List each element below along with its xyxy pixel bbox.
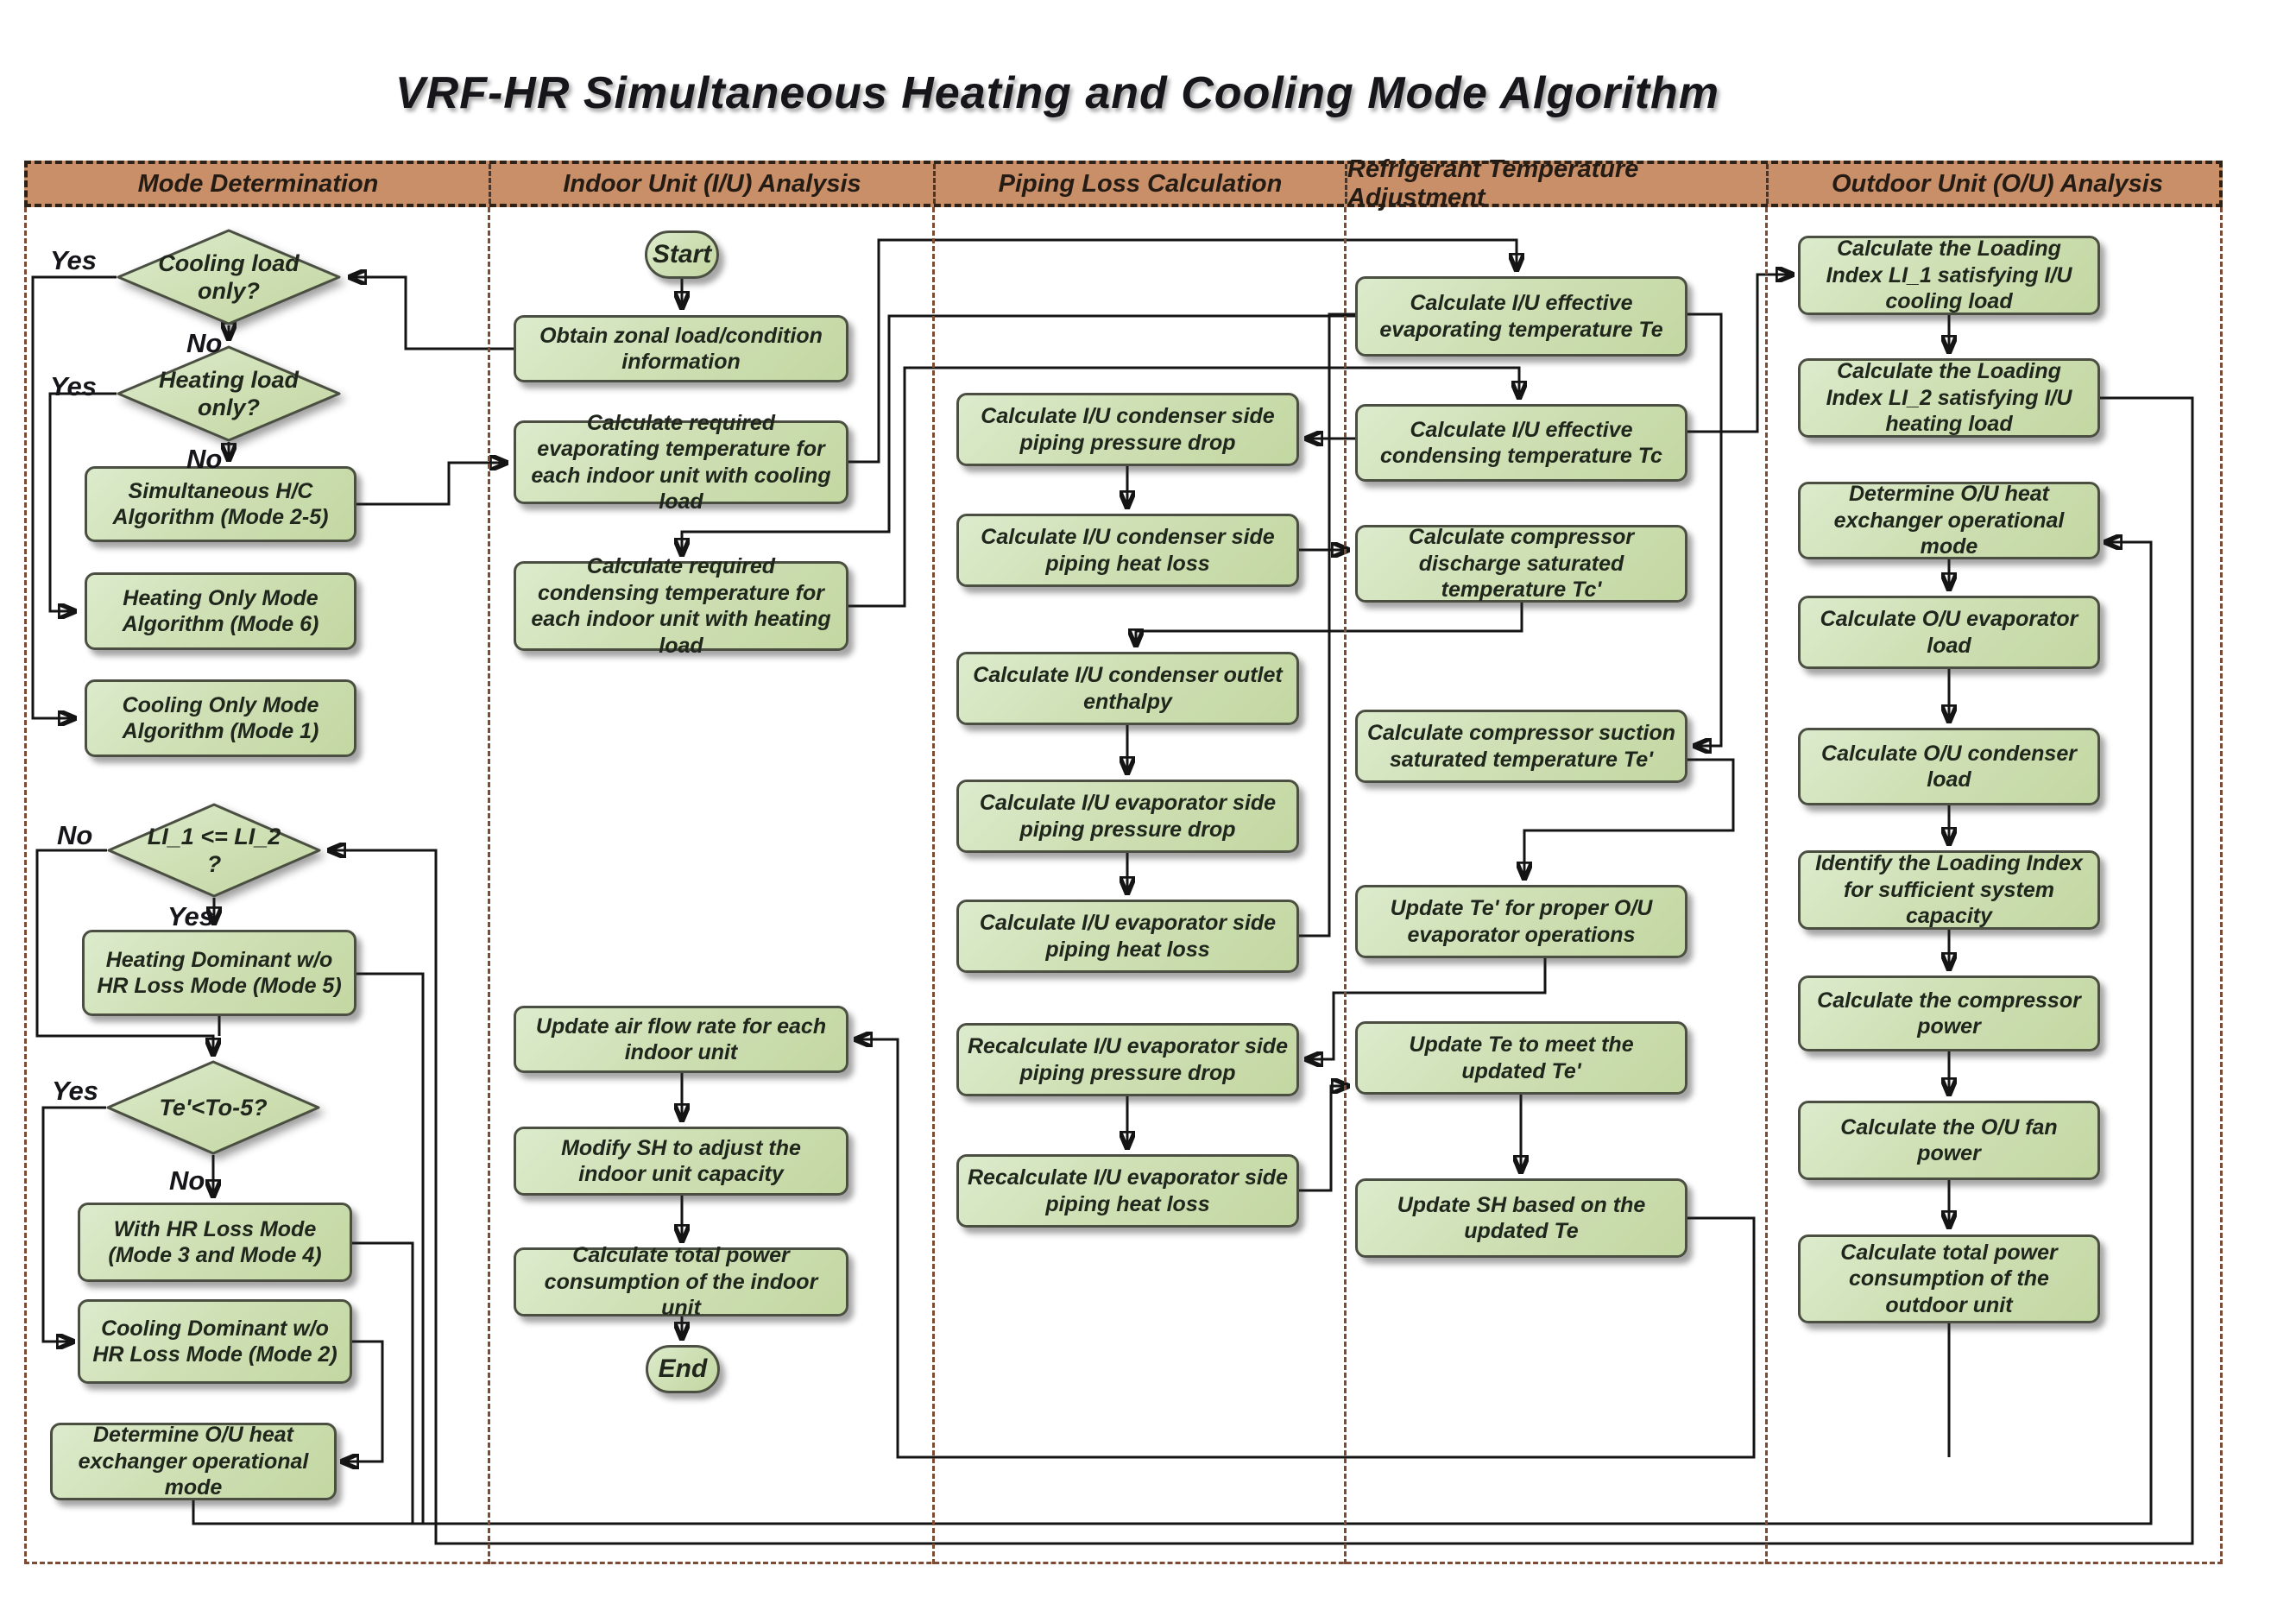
connector-18	[1524, 758, 1735, 878]
edge-label-yes-cooling: Yes	[50, 245, 98, 275]
node-cooling-load-only: Cooling load only?	[117, 229, 341, 325]
connector-28	[330, 396, 2194, 1545]
connector-37	[352, 1241, 414, 1524]
connector-6	[48, 392, 117, 611]
node-cooling-only-mode: Cooling Only Mode Algorithm (Mode 1)	[85, 679, 356, 757]
node-calc-te-prime: Calculate compressor suction saturated t…	[1355, 710, 1687, 783]
node-start: Start	[645, 230, 719, 279]
node-update-te: Update Te to meet the updated Te'	[1355, 1021, 1687, 1095]
node-heating-load-only: Heating load only?	[117, 345, 341, 442]
lane-header-2: Indoor Unit (I/U) Analysis	[491, 164, 936, 204]
lane-header-1: Mode Determination	[28, 164, 491, 204]
node-heating-only-mode: Heating Only Mode Algorithm (Mode 6)	[85, 572, 356, 650]
node-iu-evap-pressure-drop: Calculate I/U evaporator side piping pre…	[956, 780, 1299, 853]
lane-header-5: Outdoor Unit (O/U) Analysis	[1832, 169, 2163, 198]
node-identify-li: Identify the Loading Index for sufficien…	[1798, 850, 2100, 930]
node-calc-te: Calculate I/U effective evaporating temp…	[1355, 276, 1687, 357]
node-simultaneous-hc: Simultaneous H/C Algorithm (Mode 2-5)	[85, 466, 356, 542]
node-compressor-power: Calculate the compressor power	[1798, 975, 2100, 1051]
connector-9	[848, 366, 1519, 608]
node-te-compare: Te'<To-5?	[106, 1060, 320, 1155]
connector-8	[848, 238, 1517, 464]
node-iu-cond-outlet-enthalpy: Calculate I/U condenser outlet enthalpy	[956, 652, 1299, 725]
swimlane-area	[24, 207, 2223, 1564]
node-label: Cooling load only?	[158, 249, 300, 304]
node-label: Te'<To-5?	[159, 1094, 268, 1121]
edge-label-no-te: No	[169, 1165, 205, 1196]
node-cooling-dominant: Cooling Dominant w/o HR Loss Mode (Mode …	[78, 1299, 352, 1384]
connector-2	[350, 277, 514, 350]
node-obtain-zonal: Obtain zonal load/condition information	[514, 315, 848, 382]
lane-divider-1	[488, 207, 490, 1564]
node-calc-li1: Calculate the Loading Index LI_1 satisfy…	[1798, 236, 2100, 315]
page-title: VRF-HR Simultaneous Heating and Cooling …	[394, 68, 1720, 118]
node-calc-cond-temp: Calculate required condensing temperatur…	[514, 554, 848, 658]
edge-label-no-heating: No	[186, 444, 223, 474]
node-recalc-evap-heat-loss: Recalculate I/U evaporator side piping h…	[956, 1154, 1299, 1228]
edge-label-no-cooling: No	[186, 328, 223, 358]
edge-label-yes-li: Yes	[167, 901, 215, 931]
node-iu-cond-pressure-drop: Calculate I/U condenser side piping pres…	[956, 393, 1299, 466]
node-determine-ou-hx-ou: Determine O/U heat exchanger operational…	[1798, 482, 2100, 559]
connector-7	[356, 463, 506, 506]
node-recalc-evap-pressure-drop: Recalculate I/U evaporator side piping p…	[956, 1023, 1299, 1096]
node-ou-cond-load: Calculate O/U condenser load	[1798, 728, 2100, 805]
connector-30	[35, 849, 213, 1054]
lane-divider-4	[1765, 207, 1768, 1564]
connector-5	[31, 275, 117, 718]
connector-10	[682, 314, 1355, 554]
connector-32	[41, 1106, 106, 1342]
node-iu-evap-heat-loss: Calculate I/U evaporator side piping hea…	[956, 900, 1299, 973]
node-modify-sh: Modify SH to adjust the indoor unit capa…	[514, 1127, 848, 1196]
node-iu-cond-heat-loss: Calculate I/U condenser side piping heat…	[956, 514, 1299, 587]
lane-divider-2	[932, 207, 935, 1564]
node-calc-tc: Calculate I/U effective condensing tempe…	[1355, 404, 1687, 482]
node-calc-iu-power: Calculate total power consumption of the…	[514, 1243, 848, 1320]
node-ou-evap-load: Calculate O/U evaporator load	[1798, 596, 2100, 669]
connector-19	[1307, 958, 1547, 1059]
connector-34	[343, 1340, 384, 1462]
node-update-sh: Update SH based on the updated Te	[1355, 1178, 1687, 1258]
node-heating-dominant: Heating Dominant w/o HR Loss Mode (Mode …	[82, 930, 356, 1016]
node-determine-ou-hx-md: Determine O/U heat exchanger operational…	[50, 1423, 337, 1500]
edge-label-yes-te: Yes	[52, 1076, 99, 1106]
node-with-hr-loss: With HR Loss Mode (Mode 3 and Mode 4)	[78, 1203, 352, 1282]
lane-divider-3	[1344, 207, 1347, 1564]
edge-label-no-li: No	[57, 820, 93, 850]
connector-21	[1299, 1086, 1347, 1192]
node-update-air-flow: Update air flow rate for each indoor uni…	[514, 1006, 848, 1073]
node-li-compare: LI_1 <= LI_2 ?	[107, 803, 321, 898]
node-calc-tc-prime: Calculate compressor discharge saturated…	[1355, 525, 1687, 603]
node-calc-evap-temp: Calculate required evaporating temperatu…	[514, 411, 848, 514]
node-update-te-prime: Update Te' for proper O/U evaporator ope…	[1355, 885, 1687, 958]
edge-label-yes-heating: Yes	[50, 371, 98, 401]
node-ou-total-power: Calculate total power consumption of the…	[1798, 1234, 2100, 1323]
connector-35	[192, 542, 2153, 1525]
node-ou-fan-power: Calculate the O/U fan power	[1798, 1101, 2100, 1180]
connector-36	[356, 972, 425, 1524]
node-end: End	[646, 1345, 720, 1393]
node-label: LI_1 <= LI_2 ?	[147, 823, 281, 877]
node-calc-li2: Calculate the Loading Index LI_2 satisfy…	[1798, 358, 2100, 438]
node-label: Heating load only?	[158, 366, 299, 420]
connector-23	[856, 1039, 1756, 1459]
connector-38	[1687, 275, 1792, 433]
lane-header-3: Piping Loss Calculation	[936, 164, 1347, 204]
